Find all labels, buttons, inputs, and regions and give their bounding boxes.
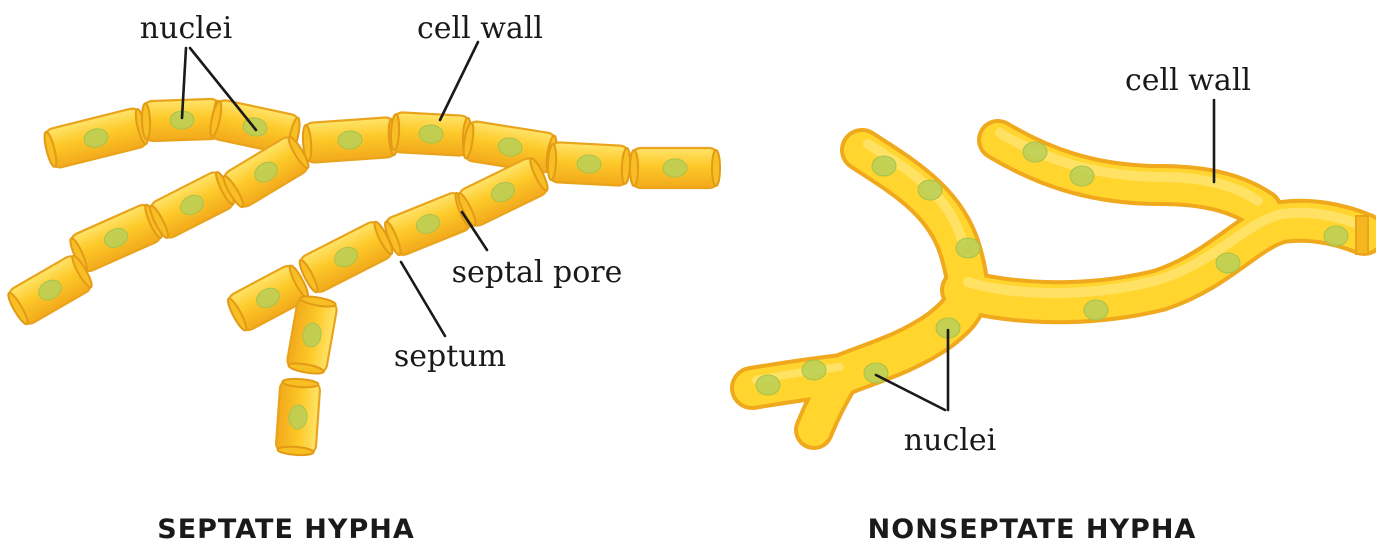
nonseptate-body	[752, 133, 1368, 430]
label-septal-pore: septal pore	[452, 255, 623, 290]
nucleus	[756, 375, 780, 395]
nucleus	[802, 360, 826, 380]
nucleus	[956, 238, 980, 258]
nucleus	[1216, 253, 1240, 273]
title-septate-hypha: SEPTATE HYPHA	[157, 514, 415, 545]
septate-cell	[296, 218, 396, 295]
nuclei-leader-3	[876, 375, 945, 410]
nucleus	[918, 180, 942, 200]
label-nuclei-nonseptate: nuclei	[904, 423, 996, 458]
septate-cell	[275, 378, 320, 457]
label-nuclei-septate: nuclei	[140, 11, 232, 46]
septate-cell	[4, 252, 95, 328]
septate-cell	[630, 148, 720, 188]
label-septum: septum	[394, 339, 506, 374]
nucleus	[663, 159, 687, 177]
nonseptate-hypha: cell wall nuclei NONSEPTATE HYPHA	[752, 63, 1368, 545]
nucleus	[1023, 142, 1047, 162]
septate-hypha: nuclei cell wall septal pore septum SEPT…	[4, 11, 720, 545]
label-cell-wall-septate: cell wall	[417, 11, 543, 46]
septate-cell	[547, 142, 631, 186]
nucleus	[1070, 166, 1094, 186]
septate-cell	[390, 112, 472, 156]
cell-wall-leader	[440, 42, 478, 120]
septate-cell	[302, 117, 399, 163]
label-cell-wall-nonseptate: cell wall	[1125, 63, 1251, 98]
title-nonseptate-hypha: NONSEPTATE HYPHA	[868, 514, 1197, 545]
septate-cell	[42, 106, 151, 169]
septum-leader	[401, 262, 445, 336]
nucleus	[1324, 226, 1348, 246]
nucleus	[1084, 300, 1108, 320]
nucleus	[872, 156, 896, 176]
